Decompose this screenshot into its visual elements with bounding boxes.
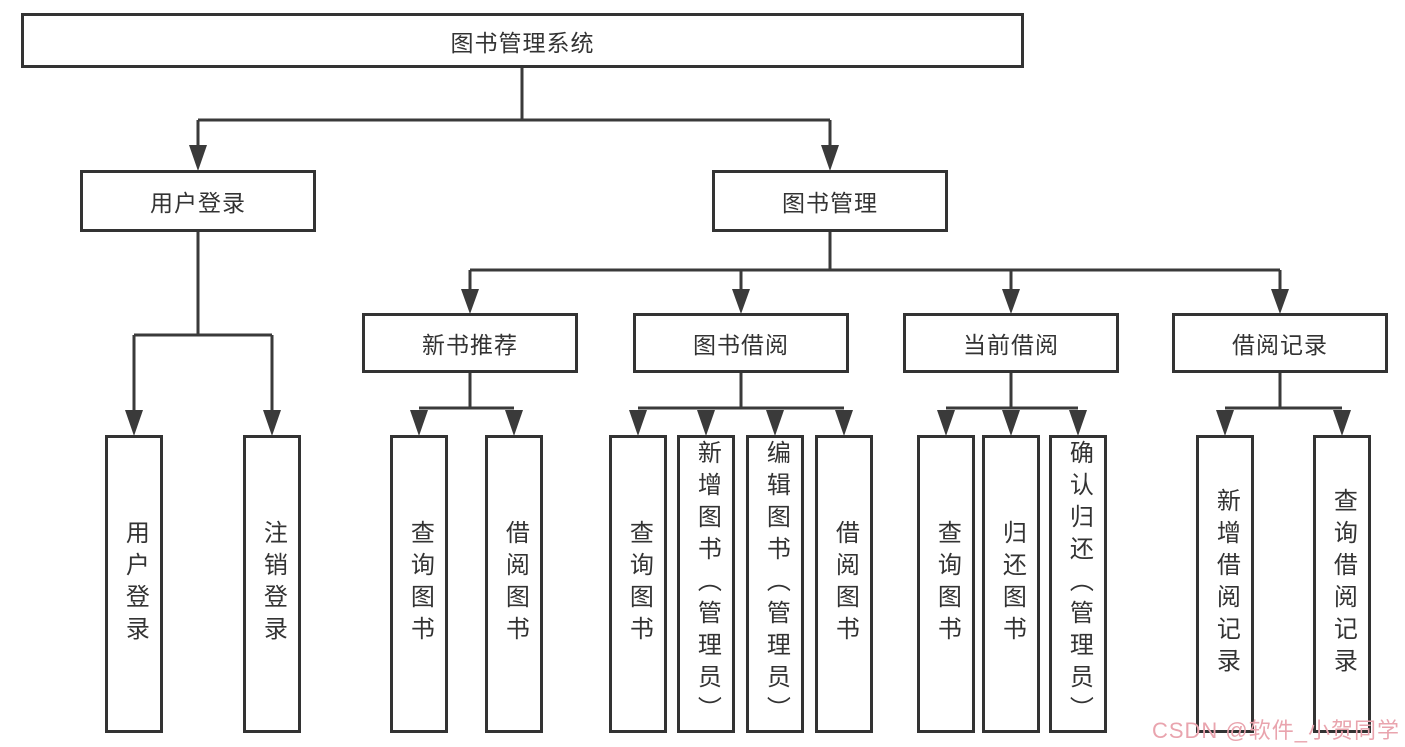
node-label: 新增图书（管理员） — [693, 440, 721, 728]
leaf-logout: 注销登录 — [243, 435, 301, 733]
csdn-watermark: CSDN @软件_小贺同学 — [1151, 718, 1400, 743]
leaf-query-books-current: 查询图书 — [917, 435, 975, 733]
node-label: 图书借阅 — [693, 332, 789, 358]
node-borrow-records: 借阅记录 — [1172, 313, 1388, 373]
node-label: 查询图书 — [406, 520, 434, 648]
leaf-query-books-borrow: 查询图书 — [609, 435, 667, 733]
node-label: 借阅图书 — [501, 520, 529, 648]
node-user-login: 用户登录 — [80, 170, 316, 232]
node-label: 查询借阅记录 — [1329, 488, 1357, 680]
node-root: 图书管理系统 — [21, 13, 1024, 68]
arrowhead-icons — [125, 145, 1351, 436]
node-label: 图书管理 — [782, 190, 878, 216]
node-new-book-recommend: 新书推荐 — [362, 313, 578, 373]
leaf-borrow-books: 借阅图书 — [815, 435, 873, 733]
node-label: 确认归还（管理员） — [1065, 440, 1093, 728]
tree-edges — [132, 68, 1342, 412]
node-book-borrow: 图书借阅 — [633, 313, 849, 373]
node-label: 用户登录 — [121, 520, 149, 648]
leaf-return-book: 归还图书 — [982, 435, 1040, 733]
node-label: 借阅记录 — [1232, 332, 1328, 358]
leaf-user-login: 用户登录 — [105, 435, 163, 733]
node-label: 图书管理系统 — [450, 29, 595, 56]
leaf-edit-book-admin: 编辑图书（管理员） — [746, 435, 804, 733]
node-label: 用户登录 — [150, 190, 246, 216]
leaf-borrow-books-recommend: 借阅图书 — [485, 435, 543, 733]
leaf-query-borrow-record: 查询借阅记录 — [1313, 435, 1371, 733]
leaf-confirm-return-admin: 确认归还（管理员） — [1049, 435, 1107, 733]
node-label: 借阅图书 — [831, 520, 859, 648]
leaf-query-books-recommend: 查询图书 — [390, 435, 448, 733]
leaf-add-book-admin: 新增图书（管理员） — [677, 435, 735, 733]
node-label: 查询图书 — [933, 520, 961, 648]
node-book-management: 图书管理 — [712, 170, 948, 232]
node-label: 编辑图书（管理员） — [762, 440, 790, 728]
node-label: 注销登录 — [259, 520, 287, 648]
node-label: 归还图书 — [998, 520, 1026, 648]
node-current-borrow: 当前借阅 — [903, 313, 1119, 373]
node-label: 查询图书 — [625, 520, 653, 648]
node-label: 新增借阅记录 — [1212, 488, 1240, 680]
node-label: 当前借阅 — [963, 332, 1059, 358]
node-label: 新书推荐 — [422, 332, 518, 358]
leaf-add-borrow-record: 新增借阅记录 — [1196, 435, 1254, 733]
